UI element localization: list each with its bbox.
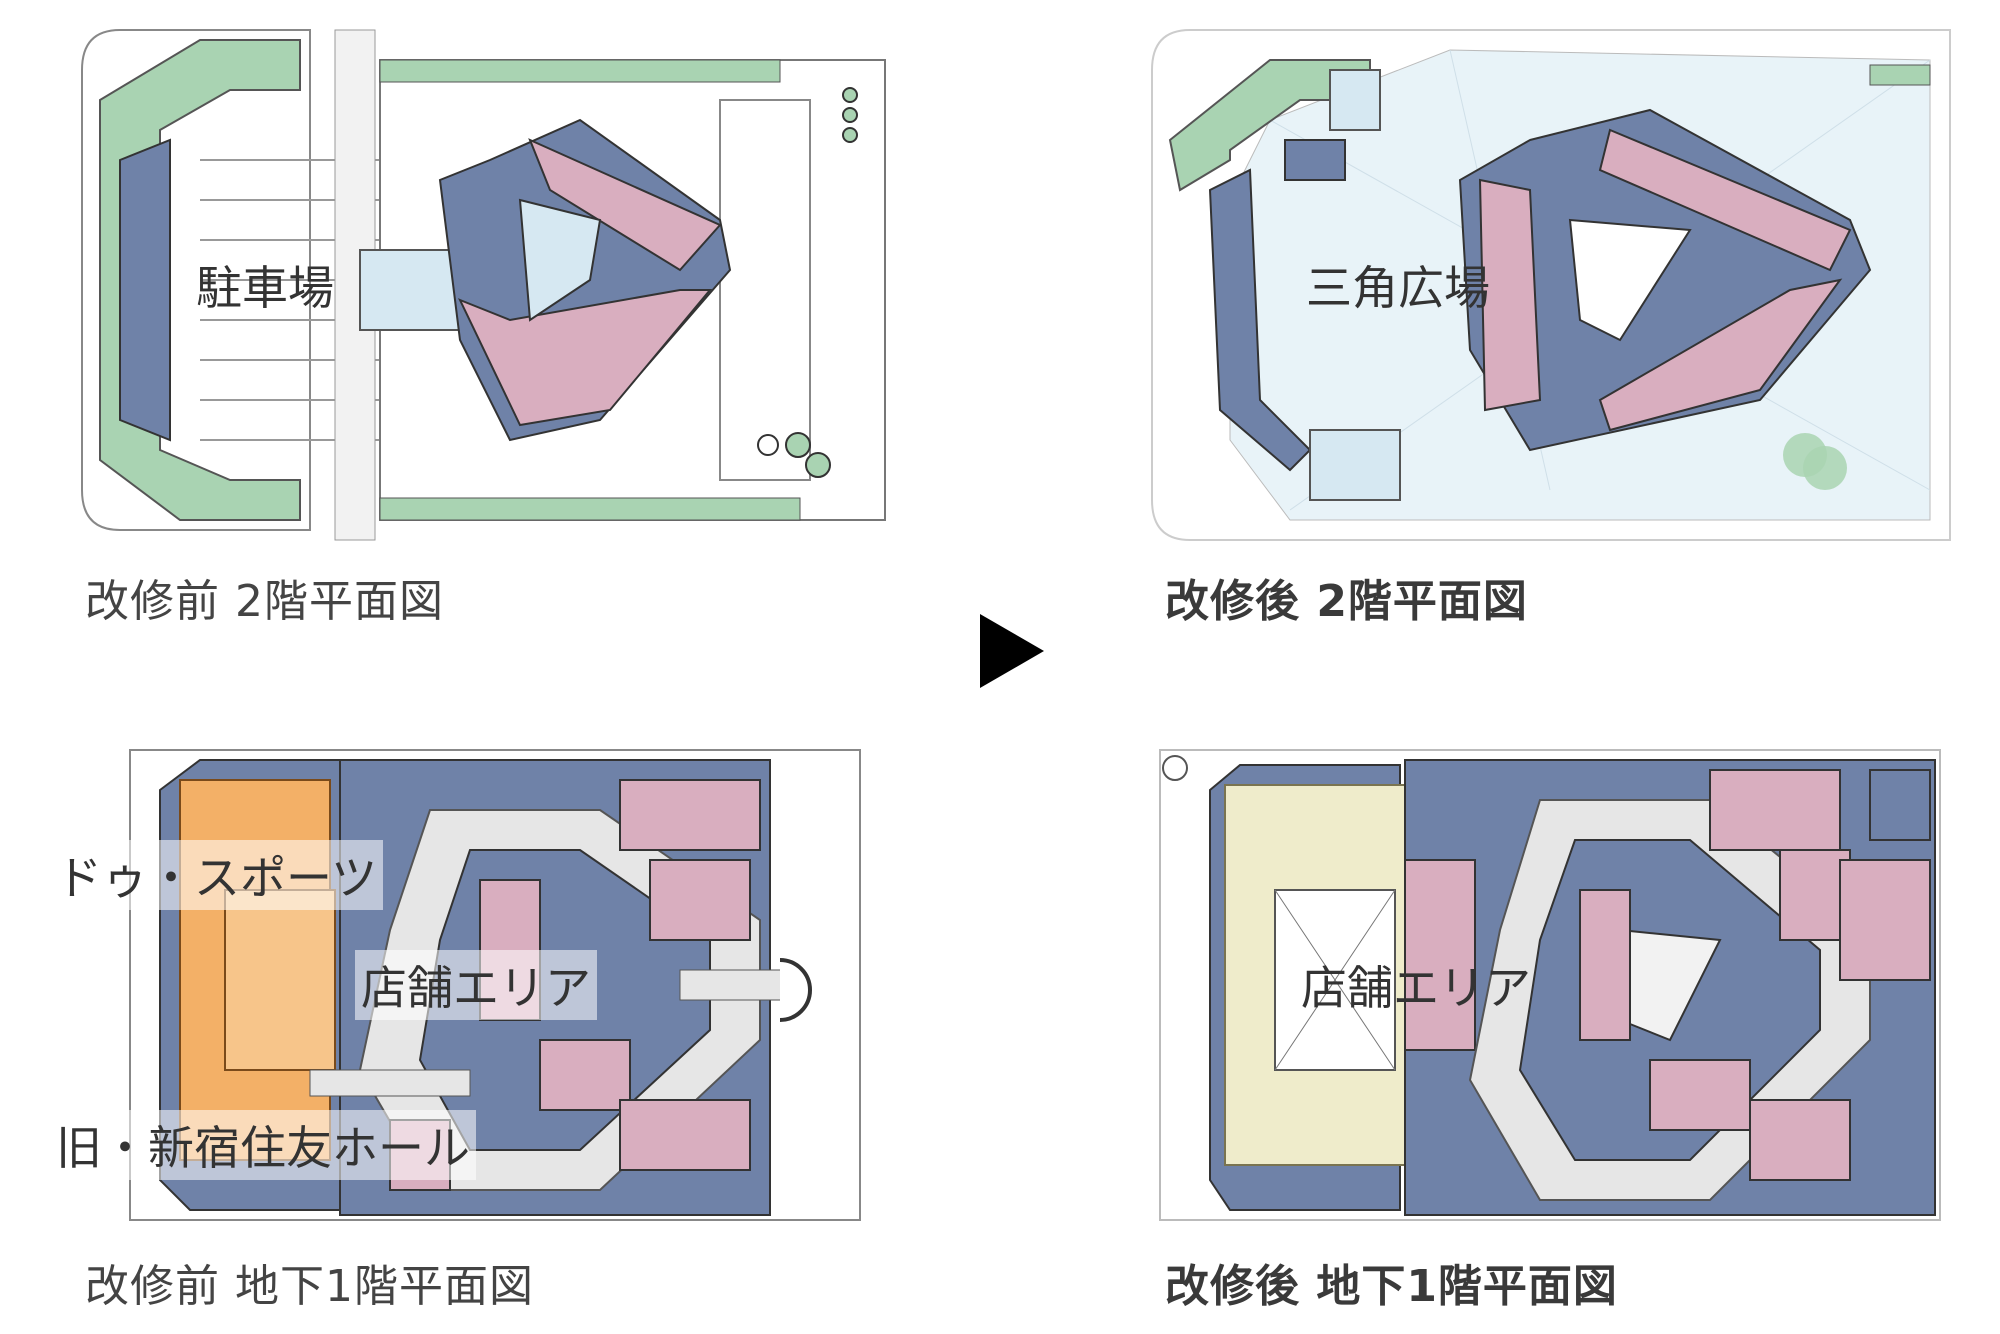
label-do-sports: ドゥ・スポーツ	[50, 840, 384, 910]
plan-after-b1-drawing	[1150, 740, 1970, 1240]
floor-plan-before-b1: ドゥ・スポーツ 店舗エリア 旧・新宿住友ホール	[50, 740, 880, 1240]
plan-before-2f-drawing	[80, 20, 900, 550]
floor-plan-before-2f: 駐車場	[80, 20, 900, 550]
caption-after-2f: 改修後 2階平面図	[1165, 576, 1528, 627]
label-former-hall: 旧・新宿住友ホール	[50, 1110, 476, 1180]
label-shop-area-before: 店舗エリア	[355, 950, 597, 1020]
right-triangle-arrow-icon	[980, 614, 1044, 688]
plan-after-2f-drawing	[1150, 20, 1970, 550]
caption-before-2f: 改修前 2階平面図	[85, 576, 444, 627]
label-shop-area-after: 店舗エリア	[1301, 961, 1531, 1015]
floor-plan-after-b1: 店舗エリア	[1150, 740, 1970, 1240]
label-triangle-plaza: 三角広場	[1306, 261, 1490, 315]
caption-before-b1: 改修前 地下1階平面図	[85, 1261, 534, 1312]
label-parking: 駐車場	[196, 261, 334, 315]
caption-after-b1: 改修後 地下1階平面図	[1165, 1261, 1618, 1312]
floor-plan-after-2f: 三角広場	[1150, 20, 1970, 550]
